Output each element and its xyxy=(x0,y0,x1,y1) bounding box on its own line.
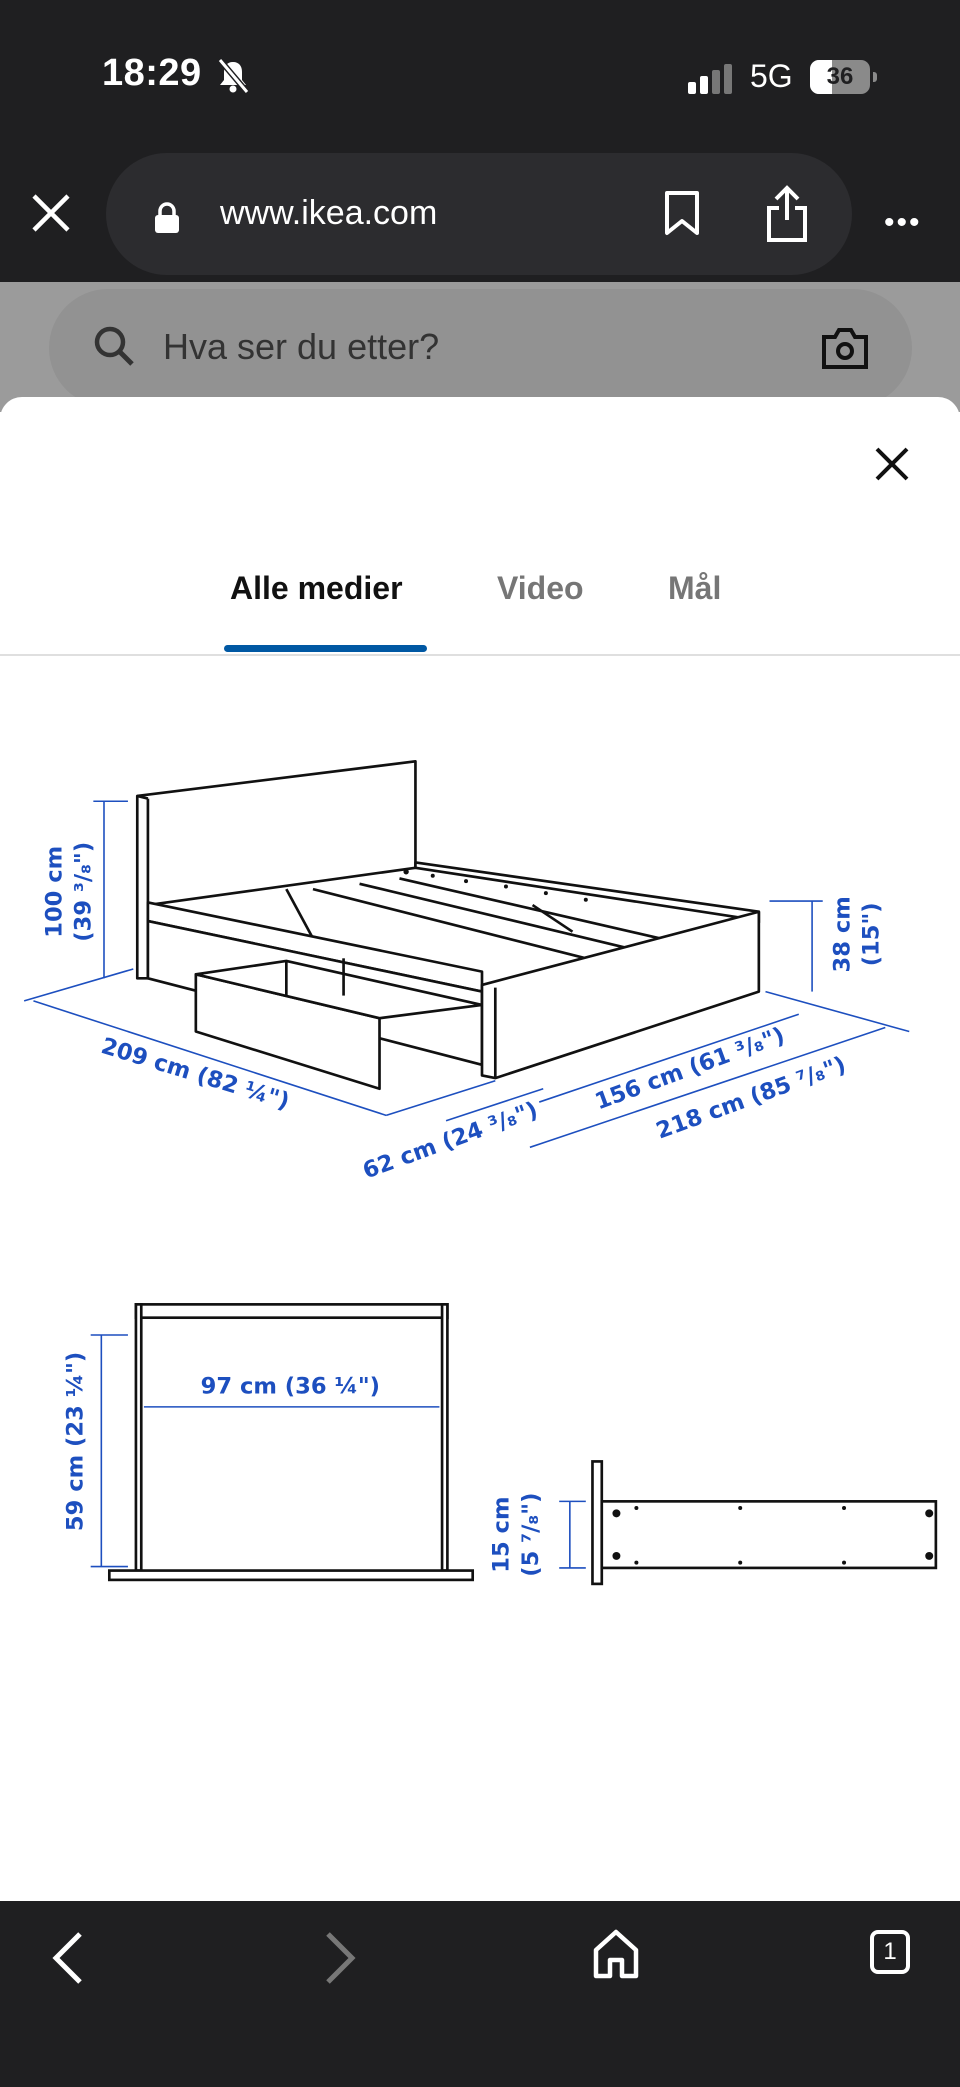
battery-tip xyxy=(873,72,877,82)
home-icon[interactable] xyxy=(592,1928,640,1980)
search-placeholder[interactable]: Hva ser du etter? xyxy=(163,326,440,367)
battery-icon: 36 xyxy=(810,60,870,94)
bottom-toolbar xyxy=(0,1901,960,2087)
camera-icon[interactable] xyxy=(822,327,868,369)
forward-icon[interactable] xyxy=(320,1930,360,1986)
battery-level: 36 xyxy=(826,63,854,90)
search-icon[interactable] xyxy=(92,324,136,368)
network-type: 5G xyxy=(750,58,793,94)
modal-close-icon[interactable] xyxy=(874,446,910,482)
active-tab-indicator xyxy=(224,645,427,652)
signal-icon xyxy=(688,64,732,94)
tabs-divider xyxy=(0,654,960,656)
media-modal xyxy=(0,397,960,1901)
tab-video[interactable]: Video xyxy=(497,570,584,606)
close-icon[interactable] xyxy=(30,192,72,234)
tab-alle-medier[interactable]: Alle medier xyxy=(230,570,403,606)
address-bar[interactable] xyxy=(106,153,852,275)
more-icon[interactable]: ••• xyxy=(884,206,922,239)
lock-icon xyxy=(155,202,179,233)
tabs-icon[interactable]: 1 xyxy=(870,1930,910,1974)
back-icon[interactable] xyxy=(48,1930,88,1986)
bookmark-icon[interactable] xyxy=(664,190,700,236)
share-icon[interactable] xyxy=(764,184,810,244)
url-text[interactable]: www.ikea.com xyxy=(220,194,438,232)
bell-slash-icon xyxy=(217,58,250,94)
search-input[interactable] xyxy=(49,289,912,407)
tab-maal[interactable]: Mål xyxy=(668,570,722,606)
status-time: 18:29 xyxy=(102,52,202,94)
